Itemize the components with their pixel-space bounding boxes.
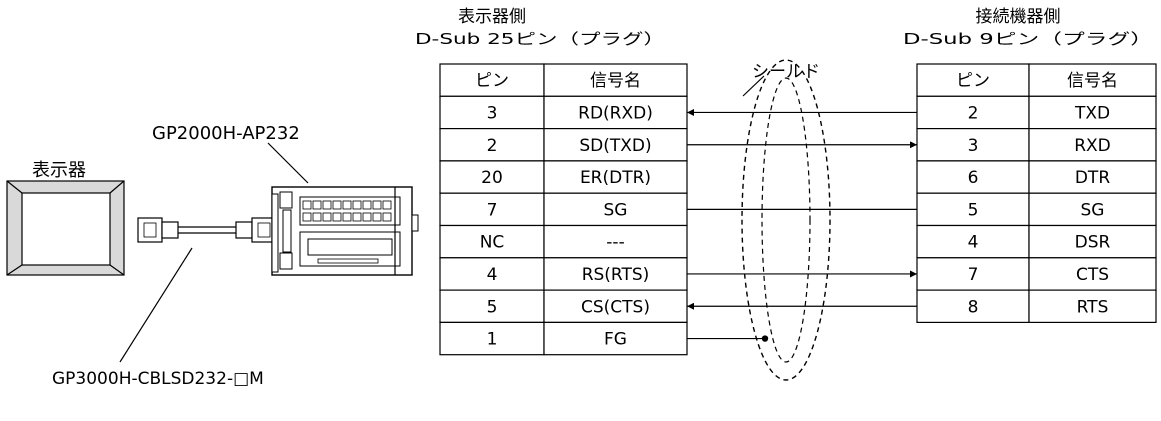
pin-number: 1 xyxy=(487,330,498,350)
pin-number: 8 xyxy=(968,297,979,317)
pin-number: 3 xyxy=(968,136,979,156)
signal-name: CS(CTS) xyxy=(581,297,650,317)
signal-name: CTS xyxy=(1076,265,1109,285)
pin-number-cell xyxy=(439,257,545,291)
pin-number: 4 xyxy=(487,265,498,285)
left-table-subtitle: D-Sub 25ピン（プラグ） xyxy=(415,30,665,48)
right-table-title: 接続機器側 xyxy=(976,7,1061,27)
right-table-subtitle: D-Sub 9ピン（プラグ） xyxy=(903,30,1153,48)
signal-name-cell xyxy=(543,224,688,259)
signal-name-cell xyxy=(1028,192,1157,227)
signal-header-cell xyxy=(543,63,688,97)
pin-number: 4 xyxy=(968,233,979,253)
pin-number-cell xyxy=(439,160,545,194)
adapter-label: GP2000H-AP232 xyxy=(152,123,300,144)
display-unit-icon xyxy=(6,180,125,276)
cable-leader-line xyxy=(119,247,193,363)
signal-name-cell xyxy=(1028,289,1157,324)
signal-name: ER(DTR) xyxy=(580,168,651,188)
right-pin-table: ピン 信号名 2 TXD 3 RXD 6 DTR 5 SG 4 DSR 7 CTS 8 RTS xyxy=(916,63,1157,324)
pin-number-cell xyxy=(916,289,1030,324)
signal-name: DTR xyxy=(1075,168,1110,188)
left-table-title: 表示器側 xyxy=(458,7,526,27)
signal-name-cell xyxy=(543,321,688,356)
signal-header: 信号名 xyxy=(1067,71,1118,91)
pin-number-cell xyxy=(916,257,1030,291)
shield-label: シールド xyxy=(752,62,820,82)
left-pin-table: ピン 信号名 3 RD(RXD) 2 SD(TXD) 20 ER(DTR) 7 SG NC --- 4 R… xyxy=(439,63,688,356)
hardware-assembly: 表示器 xyxy=(6,123,419,389)
pin-number: 5 xyxy=(487,297,498,317)
signal-name: DSR xyxy=(1075,233,1111,253)
signal-name: RS(RTS) xyxy=(582,265,650,285)
cable-label: GP3000H-CBLSD232-□M xyxy=(52,369,264,389)
pin-number: 2 xyxy=(968,103,979,123)
shield-icon xyxy=(741,59,831,381)
adapter-leader-line xyxy=(267,142,309,184)
pin-number-cell xyxy=(439,224,545,259)
pin-number-cell xyxy=(916,192,1030,227)
signal-name: FG xyxy=(604,330,627,350)
signal-name: SG xyxy=(604,200,628,220)
signal-name: SD(TXD) xyxy=(579,136,651,156)
display-label: 表示器 xyxy=(32,160,86,181)
adapter-icon xyxy=(271,186,419,276)
wire-connections xyxy=(687,108,917,342)
pin-number: 7 xyxy=(487,200,498,220)
pin-number-cell xyxy=(439,321,545,356)
signal-name-cell xyxy=(543,160,688,194)
pin-number: 5 xyxy=(968,200,979,220)
pin-number: 2 xyxy=(487,136,498,156)
cable-icon xyxy=(137,217,277,243)
signal-name: --- xyxy=(606,233,624,253)
signal-name: SG xyxy=(1081,200,1105,220)
pin-header: ピン xyxy=(956,71,990,91)
pin-number: 3 xyxy=(487,103,498,123)
pin-number: 6 xyxy=(968,168,979,188)
pin-number-cell xyxy=(439,289,545,324)
pin-number: 20 xyxy=(481,168,503,188)
signal-name: RTS xyxy=(1077,297,1109,317)
signal-name-cell xyxy=(543,192,688,227)
signal-name: RXD xyxy=(1074,136,1111,156)
signal-name-cell xyxy=(1028,128,1157,162)
signal-name-cell xyxy=(1028,257,1157,291)
signal-name-cell xyxy=(1028,224,1157,259)
ground-junction-dot xyxy=(761,335,769,342)
pin-number: NC xyxy=(480,233,505,253)
signal-name-cell xyxy=(1028,160,1157,194)
pin-number-cell xyxy=(439,128,545,162)
pin-header: ピン xyxy=(475,71,509,91)
signal-header: 信号名 xyxy=(590,71,641,91)
pin-number: 7 xyxy=(968,265,979,285)
signal-name-cell xyxy=(1028,95,1157,130)
signal-name: RD(RXD) xyxy=(578,103,653,123)
signal-name: TXD xyxy=(1074,103,1110,123)
